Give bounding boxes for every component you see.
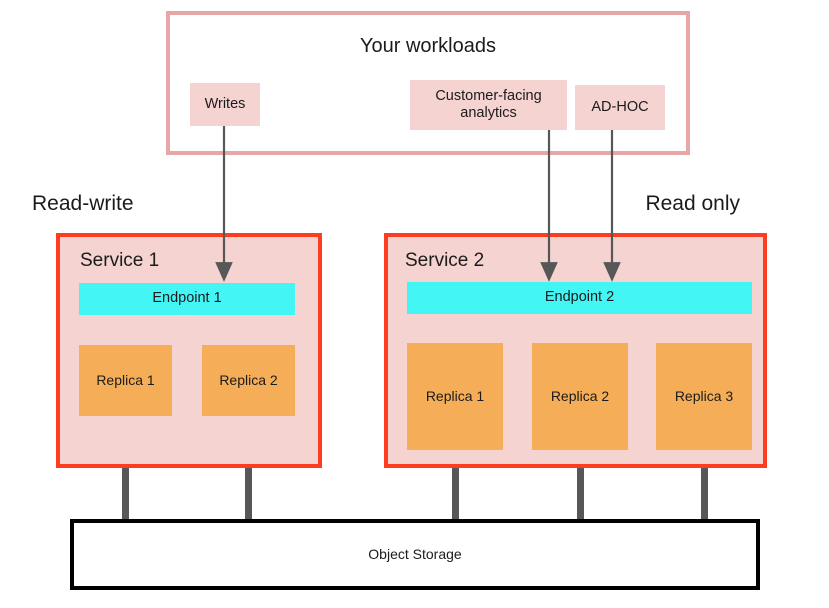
workloads-title: Your workloads xyxy=(359,34,496,57)
workload-chip-writes[interactable]: Writes xyxy=(190,83,260,126)
service-2-replica-3-label: Replica 3 xyxy=(674,388,734,405)
workload-chip-ad-hoc[interactable]: AD-HOC xyxy=(575,85,665,130)
workload-chip-customer-facing-analytics[interactable]: Customer-facing analytics xyxy=(410,80,567,130)
endpoint-2[interactable]: Endpoint 2 xyxy=(407,282,752,314)
label-read-write: Read-write xyxy=(32,190,192,218)
endpoint-1-label: Endpoint 1 xyxy=(152,290,222,307)
service-2-replica-3[interactable]: Replica 3 xyxy=(656,343,752,450)
service-2-replica-1-label: Replica 1 xyxy=(425,388,485,405)
service-1-replica-2[interactable]: Replica 2 xyxy=(202,345,295,416)
service-1-title-text: Service 1 xyxy=(80,250,160,271)
label-read-write-text: Read-write xyxy=(32,191,134,215)
workload-chip-writes-label: Writes xyxy=(204,95,246,112)
service-2-title-text: Service 2 xyxy=(405,250,485,271)
endpoint-2-label: Endpoint 2 xyxy=(544,289,615,306)
service-1-replica-2-label: Replica 2 xyxy=(219,372,278,389)
workload-chip-customer-facing-analytics-label: Customer-facing analytics xyxy=(435,87,542,121)
pipe-replica1-storage-s2 xyxy=(452,446,459,522)
pipe-replica2-storage-s2 xyxy=(577,446,584,522)
service-1-replica-1[interactable]: Replica 1 xyxy=(79,345,172,416)
service-2-replica-2-label: Replica 2 xyxy=(550,388,610,405)
object-storage-label: Object Storage xyxy=(368,546,462,563)
service-2-replica-2[interactable]: Replica 2 xyxy=(532,343,628,450)
label-read-only-text: Read only xyxy=(645,191,740,215)
object-storage-container[interactable]: Object Storage xyxy=(70,519,760,590)
service-1-title: Service 1 xyxy=(80,248,280,274)
endpoint-1[interactable]: Endpoint 1 xyxy=(79,283,295,315)
workload-chip-ad-hoc-label: AD-HOC xyxy=(591,98,649,115)
pipe-replica3-storage-s2 xyxy=(701,446,708,522)
label-read-only: Read only xyxy=(610,190,740,218)
service-2-title: Service 2 xyxy=(405,248,605,274)
service-1-replica-1-label: Replica 1 xyxy=(96,372,155,389)
service-2-replica-1[interactable]: Replica 1 xyxy=(407,343,503,450)
